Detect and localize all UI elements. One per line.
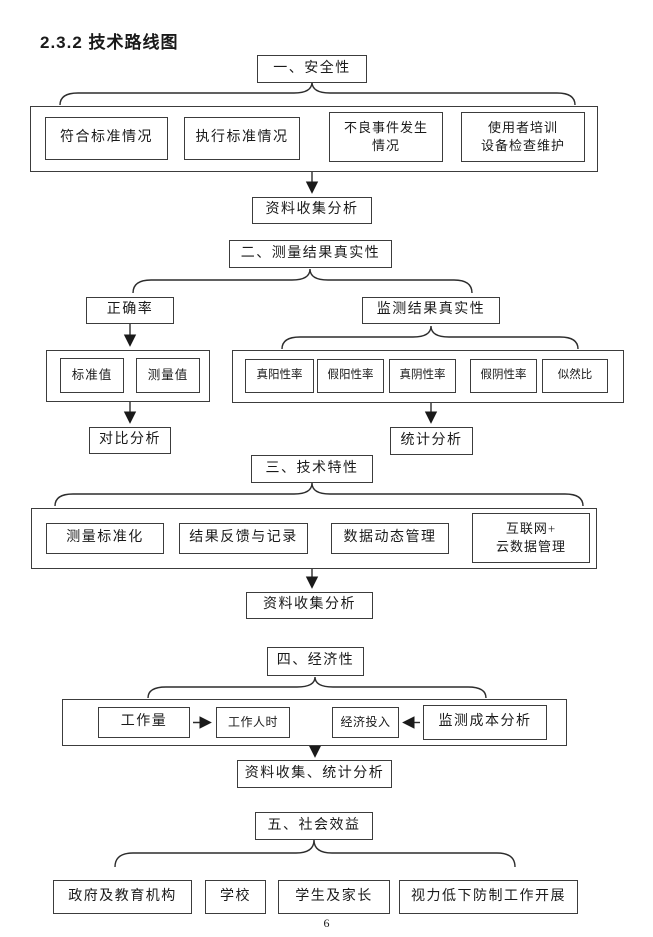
flow-node-adverse-events: 不良事件发生 情况 — [329, 112, 443, 162]
brace-economy — [147, 676, 487, 699]
flow-node-true-negative-rate: 真阴性率 — [389, 359, 456, 393]
page-title: 2.3.2 技术路线图 — [40, 33, 179, 52]
flow-node-likelihood-ratio: 似然比 — [542, 359, 608, 393]
technical-items-group — [31, 508, 597, 569]
flow-node-school: 学校 — [205, 880, 266, 914]
flow-node-government-education: 政府及教育机构 — [53, 880, 192, 914]
flow-node-workload: 工作量 — [98, 707, 190, 738]
flow-node-comparative-analysis: 对比分析 — [89, 427, 171, 454]
flow-node-social-benefit-title: 五、社会效益 — [255, 812, 373, 840]
brace-measurement-authenticity — [132, 268, 473, 294]
flow-node-false-positive-rate: 假阳性率 — [317, 359, 384, 393]
flow-node-internet-cloud-data: 互联网+ 云数据管理 — [472, 513, 590, 563]
flow-node-user-training-maintenance: 使用者培训 设备检查维护 — [461, 112, 585, 162]
flow-node-measurement-authenticity-title: 二、测量结果真实性 — [229, 240, 392, 268]
flow-node-data-collection-analysis-2: 资料收集分析 — [246, 592, 373, 619]
flow-node-dynamic-data-management: 数据动态管理 — [331, 523, 449, 554]
flow-node-false-negative-rate: 假阴性率 — [470, 359, 537, 393]
flow-node-monitoring-authenticity: 监测结果真实性 — [362, 297, 500, 324]
brace-safety — [59, 81, 576, 106]
flow-node-measured-value: 测量值 — [136, 358, 200, 393]
flow-node-safety-title: 一、安全性 — [257, 55, 367, 83]
flow-node-measurement-standardization: 测量标准化 — [46, 523, 164, 554]
flow-node-standard-compliance: 符合标准情况 — [45, 117, 168, 160]
flow-node-data-collection-analysis-1: 资料收集分析 — [252, 197, 372, 224]
safety-items-group — [30, 106, 598, 172]
authenticity-rates-group — [232, 350, 624, 403]
flow-node-true-positive-rate: 真阳性率 — [245, 359, 314, 393]
flow-node-economy-title: 四、经济性 — [267, 647, 364, 676]
flow-node-technical-features-title: 三、技术特性 — [251, 455, 373, 483]
flow-node-accuracy-rate: 正确率 — [86, 297, 174, 324]
flow-node-standard-execution: 执行标准情况 — [184, 117, 300, 160]
flow-node-result-feedback-record: 结果反馈与记录 — [179, 523, 308, 554]
flow-node-data-collection-statistical-analysis: 资料收集、统计分析 — [237, 760, 392, 788]
accuracy-values-group — [46, 350, 210, 402]
flow-node-monitoring-cost-analysis: 监测成本分析 — [423, 705, 547, 740]
brace-monitoring-authenticity — [281, 325, 579, 350]
flow-node-standard-value: 标准值 — [60, 358, 124, 393]
flow-node-students-parents: 学生及家长 — [278, 880, 390, 914]
brace-technical-features — [54, 482, 584, 507]
brace-social-benefit — [114, 839, 516, 868]
flow-node-vision-prevention-work: 视力低下防制工作开展 — [399, 880, 578, 914]
page-number: 6 — [323, 916, 330, 930]
flow-node-statistical-analysis: 统计分析 — [390, 427, 473, 455]
flow-node-work-hours: 工作人时 — [216, 707, 290, 738]
flow-node-economic-input: 经济投入 — [332, 707, 399, 738]
